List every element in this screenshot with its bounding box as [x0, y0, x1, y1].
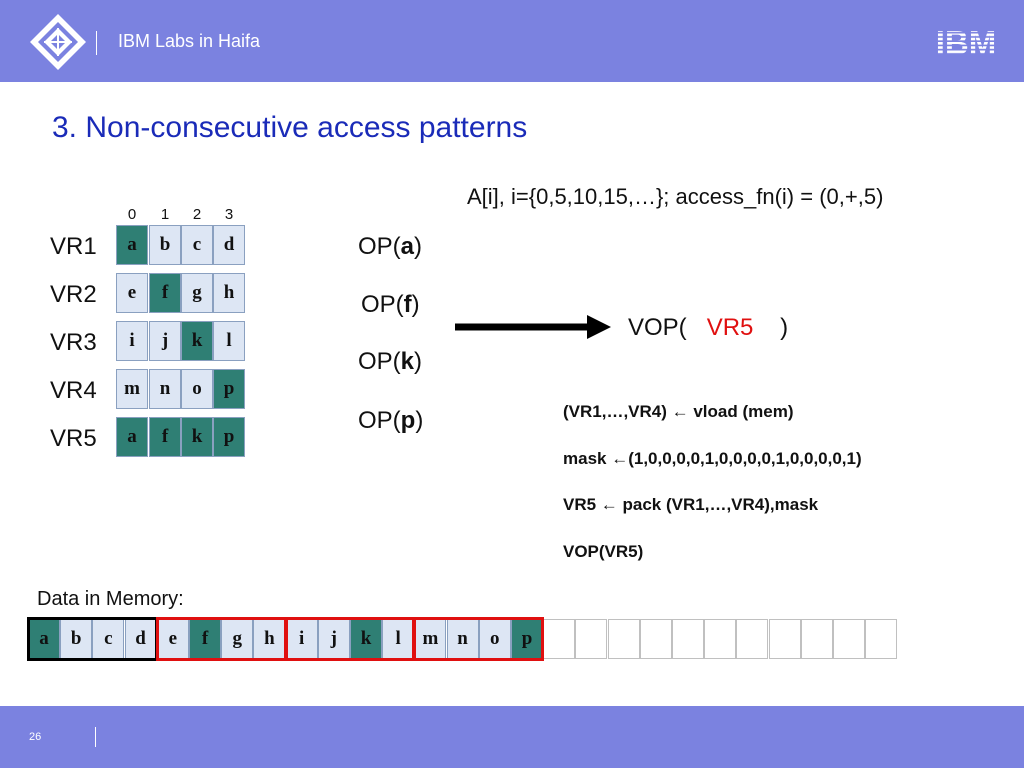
register-cell: h	[213, 273, 245, 313]
memory-cell	[833, 619, 865, 659]
register-cell: f	[149, 417, 181, 457]
memory-cell: o	[478, 619, 511, 659]
vop-arg: VR5	[706, 314, 754, 341]
register-cell: b	[149, 225, 181, 265]
op-arg: f	[403, 291, 412, 318]
code-line: (VR1,…,VR4) ← vload (mem)	[563, 402, 794, 421]
register-cell: a	[116, 225, 148, 265]
register-cell: p	[213, 417, 245, 457]
register-label: VR2	[50, 281, 97, 308]
svg-text:IBM: IBM	[936, 25, 997, 59]
register-label: VR1	[50, 233, 97, 260]
memory-cell: a	[28, 619, 60, 659]
register-cell: d	[213, 225, 245, 265]
memory-cell	[639, 619, 672, 659]
memory-title: Data in Memory:	[37, 588, 184, 610]
page-number: 26	[29, 731, 42, 743]
ibm-logo: IBM	[936, 25, 997, 59]
register-cell: l	[213, 321, 245, 361]
register-cell: f	[149, 273, 181, 313]
memory-cell	[672, 619, 704, 659]
scalar-op: OP(k)	[358, 348, 423, 375]
index-label: 1	[160, 206, 170, 223]
scalar-op: OP(a)	[358, 233, 423, 260]
code-line: mask ←(1,0,0,0,0,1,0,0,0,0,1,0,0,0,0,1)	[563, 449, 862, 468]
memory-cell	[736, 619, 769, 659]
register-cell: n	[149, 369, 181, 409]
memory-cell	[704, 619, 737, 659]
register-label: VR3	[50, 329, 97, 356]
memory-cell	[607, 619, 640, 659]
footer-bar	[0, 706, 1024, 768]
ibm-haifa-logo-icon	[30, 14, 86, 70]
register-cell: g	[181, 273, 213, 313]
register-cell: p	[213, 369, 245, 409]
memory-cell: i	[285, 619, 318, 659]
memory-cell	[865, 619, 898, 659]
header-bar	[0, 0, 1024, 82]
memory-group-box	[155, 617, 287, 661]
op-arg: a	[400, 233, 415, 260]
memory-group-box	[284, 617, 416, 661]
register-cell: k	[181, 417, 213, 457]
header-title: IBM Labs in Haifa	[118, 31, 261, 51]
register-cell: m	[116, 369, 148, 409]
memory-cell	[575, 619, 608, 659]
memory-cell	[768, 619, 801, 659]
memory-cell: c	[92, 619, 125, 659]
register-cell: a	[116, 417, 148, 457]
index-label: 3	[224, 206, 234, 223]
code-line: VR5 ← pack (VR1,…,VR4),mask	[563, 495, 819, 514]
access-formula: A[i], i={0,5,10,15,…}; access_fn(i) = (0…	[467, 184, 884, 209]
scalar-op: OP(f)	[361, 291, 420, 318]
register-cell: j	[149, 321, 181, 361]
op-arg: p	[400, 407, 416, 434]
register-cell: o	[181, 369, 213, 409]
memory-group-box	[413, 617, 545, 661]
register-label: VR4	[50, 377, 97, 404]
memory-cell: g	[221, 619, 254, 659]
right-arrow-icon	[455, 315, 611, 339]
register-cell: k	[181, 321, 213, 361]
header-separator	[96, 31, 97, 55]
slide-title: 3. Non-consecutive access patterns	[52, 111, 528, 144]
memory-cell: d	[124, 619, 157, 659]
code-line: VOP(VR5)	[563, 542, 644, 561]
register-cell: i	[116, 321, 148, 361]
index-label: 0	[127, 206, 137, 223]
memory-cell	[800, 619, 833, 659]
index-label: 2	[192, 206, 202, 223]
footer-separator	[95, 727, 96, 747]
memory-group-box	[27, 617, 158, 661]
op-arg: k	[400, 348, 415, 375]
vector-op: VOP( VR5 )	[628, 314, 789, 341]
register-cell: e	[116, 273, 148, 313]
register-label: VR5	[50, 425, 97, 452]
memory-cell: b	[60, 619, 93, 659]
register-cell: c	[181, 225, 213, 265]
memory-cell	[543, 619, 576, 659]
scalar-op: OP(p)	[358, 407, 424, 434]
